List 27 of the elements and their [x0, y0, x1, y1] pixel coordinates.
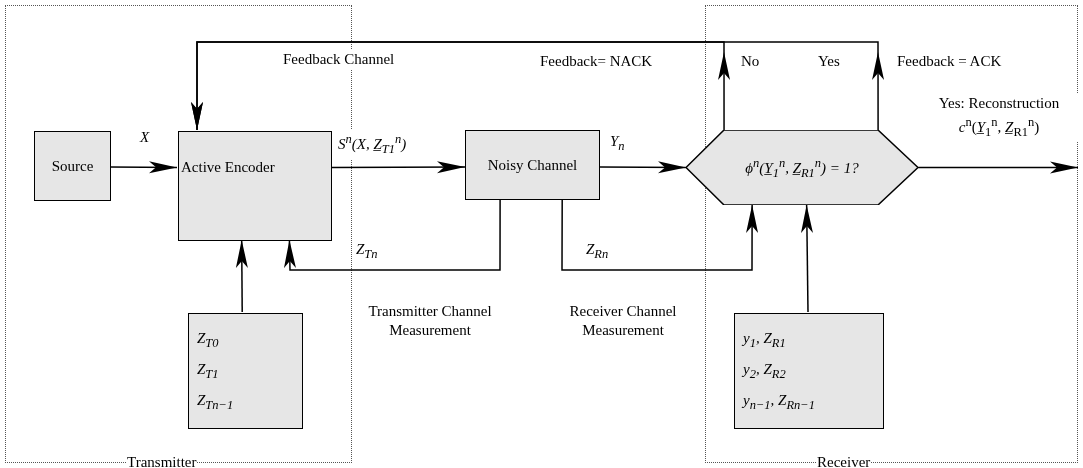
arrow	[917, 161, 1079, 174]
decision-hexagon	[686, 130, 918, 205]
arrow	[235, 239, 248, 313]
math-expression: y$_{n−1}$, Z$_{Rn−1}$	[743, 390, 816, 414]
math-expression: S$^{n}$(X, Z̲$_{T1}$$^{n}$)	[338, 130, 407, 159]
arrow	[283, 199, 501, 271]
box-label: Active Encoder	[181, 158, 275, 177]
box-label: Source	[51, 156, 94, 176]
box-label: Noisy Channel	[487, 155, 578, 175]
arrow	[599, 161, 687, 174]
process-box	[734, 313, 884, 429]
math-expression: Z$_{T0}$	[197, 328, 219, 352]
arrow	[330, 161, 466, 174]
math-expression: Z$_{Tn−1}$	[197, 390, 234, 414]
process-box	[465, 130, 600, 200]
math-expression: ϕ$^{n}$(Y̲$_{1}$$^{n}$, Z̲$_{R1}$$^{n}$) = 1?	[745, 154, 859, 182]
process-box	[34, 131, 111, 201]
math-expression: Z$_{T1}$	[197, 359, 219, 383]
math-expression: y$_{2}$, Z$_{R2}$	[743, 359, 786, 383]
arrow	[109, 161, 178, 174]
arrow	[801, 204, 813, 313]
process-box	[188, 313, 303, 429]
process-box	[178, 131, 332, 241]
text-label: Feedback Channel	[283, 50, 395, 69]
arrow	[561, 199, 759, 271]
arrow	[191, 41, 885, 131]
math-expression: y$_{1}$, Z$_{R1}$	[743, 328, 786, 352]
